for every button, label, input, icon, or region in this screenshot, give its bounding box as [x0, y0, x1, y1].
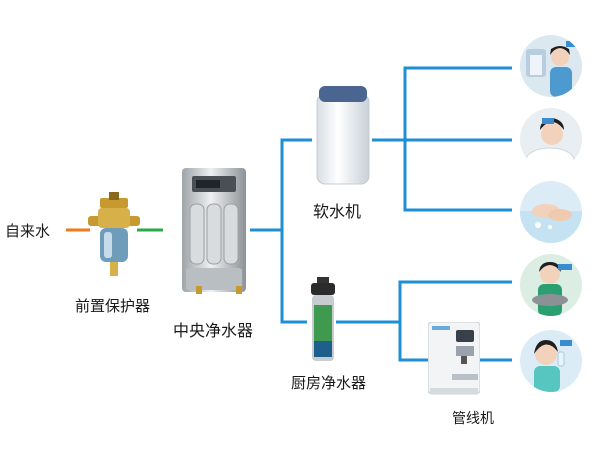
softener-image — [316, 86, 370, 185]
central-purifier-device — [178, 168, 250, 300]
central-purifier-label: 中央净水器 — [173, 321, 254, 340]
softener-label: 软水机 — [313, 202, 362, 221]
handwash-photo — [520, 181, 582, 243]
pipeline-dispenser-label: 管线机 — [452, 411, 494, 427]
prefilter-device — [88, 192, 140, 282]
softener-device — [315, 86, 373, 190]
pipeline-dispenser-device — [427, 321, 481, 400]
pipeline-dispenser-image — [427, 321, 481, 395]
kitchen-purifier-device — [308, 277, 338, 367]
source-label: 自来水 — [5, 222, 51, 240]
kitchen-purifier-label: 厨房净水器 — [291, 374, 367, 392]
cooking-photo — [520, 254, 582, 316]
prefilter-image — [88, 192, 140, 276]
main-branch-lines — [250, 66, 512, 362]
laundry-photo — [520, 35, 582, 97]
bath-photo — [520, 108, 582, 170]
drinking-photo — [520, 330, 582, 392]
kitchen-purifier-image — [311, 277, 335, 361]
central-purifier-image — [182, 168, 246, 294]
prefilter-label: 前置保护器 — [75, 297, 151, 315]
